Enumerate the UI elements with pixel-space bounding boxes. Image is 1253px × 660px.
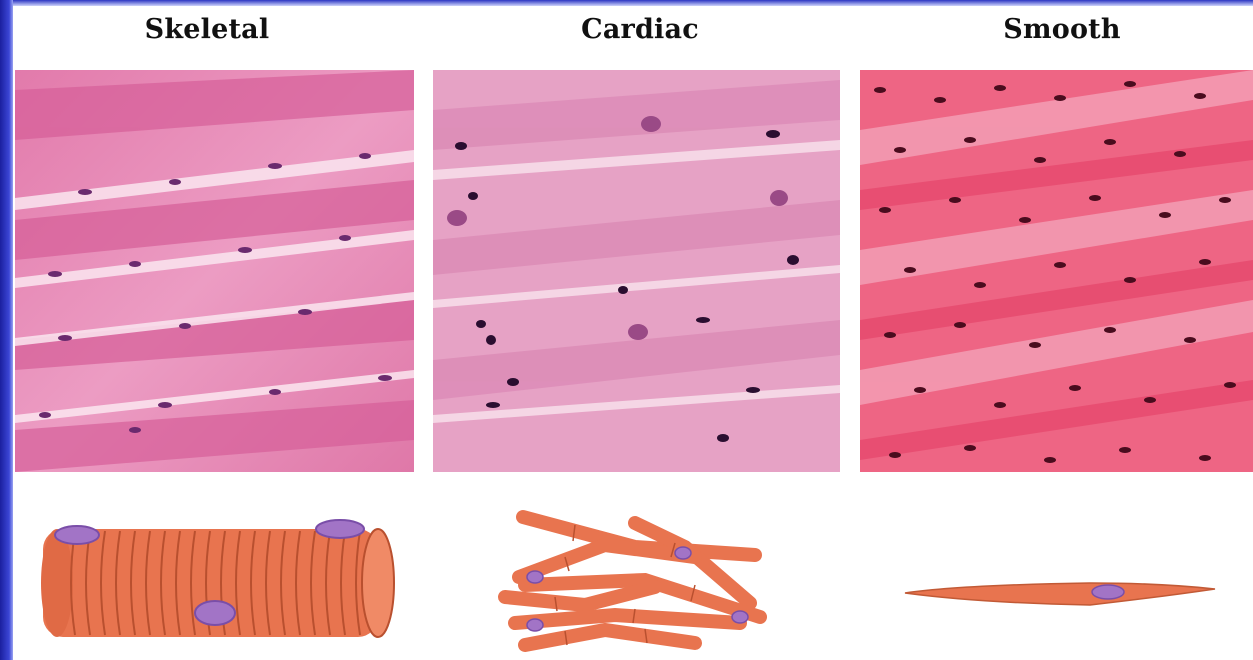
window-frame-left xyxy=(0,0,13,660)
smooth-micrograph xyxy=(860,70,1253,472)
smooth-title: Smooth xyxy=(912,14,1212,45)
skeletal-micrograph xyxy=(15,70,414,472)
skeletal-fiber-drawing xyxy=(35,515,395,645)
cardiac-title: Cardiac xyxy=(490,14,790,45)
cardiac-micrograph xyxy=(433,70,840,472)
window-frame-top xyxy=(0,0,1253,6)
smooth-fiber-drawing xyxy=(900,575,1220,615)
cardiac-fiber-drawing xyxy=(495,505,770,655)
nucleus-icon xyxy=(55,526,99,544)
skeletal-title: Skeletal xyxy=(57,14,357,45)
